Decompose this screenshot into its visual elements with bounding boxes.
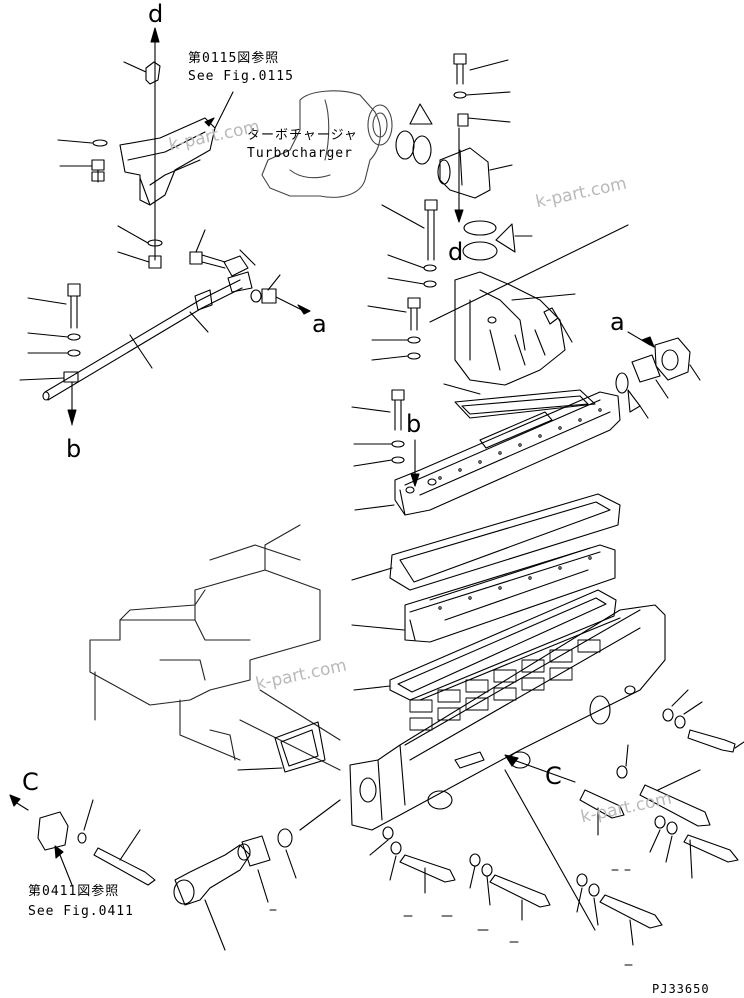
- axis-b-left: [68, 382, 76, 425]
- bolt-axis-d: [118, 252, 161, 268]
- dash-markings: [270, 870, 632, 965]
- bolt-bottom-3: [370, 827, 455, 893]
- small-plug: [544, 308, 572, 342]
- bolt-small-a: [190, 230, 225, 268]
- bolt-right-2: [617, 745, 710, 826]
- bolt-center: [580, 790, 624, 835]
- axis-d-line: [151, 28, 159, 260]
- bolt-elbow-1: [382, 200, 437, 260]
- bolt-right-3: [650, 816, 738, 878]
- tube-clamp: [20, 372, 78, 382]
- reference-bottom-jp: 第0411図参照: [28, 884, 120, 899]
- union-fitting: [224, 250, 255, 276]
- flange-gasket-pair: [242, 829, 296, 902]
- letter-c-left: C: [22, 768, 39, 796]
- elbow-connector: [438, 148, 512, 198]
- turbocharger-body: [262, 91, 392, 197]
- washer-elbow-2: [372, 337, 420, 360]
- bolt-right-1: [663, 690, 744, 752]
- gasket-large-2: [354, 590, 616, 700]
- washer-bottom-left: [78, 800, 93, 843]
- letter-d-mid: d: [448, 238, 464, 266]
- axis-c-mid: [505, 755, 595, 930]
- long-bolt-bottom-left: [94, 830, 155, 885]
- letter-b-left: b: [66, 435, 82, 463]
- gasket-rect-left: [238, 722, 325, 772]
- small-clip-top: [124, 62, 160, 84]
- bolt-top-right: [454, 54, 510, 98]
- bolt-cover-long: [352, 390, 404, 466]
- connector-a: [251, 275, 310, 314]
- reference-top-en: See Fig.0115: [188, 69, 294, 84]
- long-tube: [43, 272, 252, 400]
- figure-code: PJ33650: [652, 982, 710, 996]
- axis-b-mid: [411, 440, 419, 486]
- letter-a-left: a: [312, 310, 327, 338]
- turbocharger-en: Turbocharger: [247, 146, 353, 161]
- engine-block-outline: [90, 525, 340, 770]
- short-elbow-pipe: [174, 844, 250, 950]
- bolt-left-top: [60, 160, 104, 182]
- gasket-right-small: [616, 355, 668, 418]
- intake-manifold-body: [350, 605, 665, 830]
- intake-cover: [355, 392, 620, 515]
- washer-elbow-1: [388, 255, 436, 287]
- gasket-pair-top: [396, 104, 432, 164]
- bolt-bottom-2: [577, 874, 662, 945]
- bolt-tube-small: [458, 114, 510, 126]
- o-ring-pair: [463, 221, 532, 260]
- gasket-thin: [444, 384, 595, 418]
- letter-a-right: a: [610, 308, 625, 336]
- bolt-long-left: [28, 284, 80, 328]
- bolt-bottom-1: [470, 854, 550, 920]
- arrow-to-block: [55, 846, 72, 885]
- small-block: [10, 795, 68, 850]
- axis-d-mid: [455, 128, 463, 222]
- washer-left-top: [58, 140, 107, 146]
- axis-c-left-line: [300, 800, 340, 830]
- heat-shield-bracket: [120, 92, 233, 205]
- intake-elbow: [430, 225, 628, 385]
- gasket-large-1: [352, 494, 620, 590]
- letter-d-top: d: [148, 0, 164, 28]
- bolt-elbow-2: [368, 298, 420, 330]
- washer-left-mid: [28, 333, 80, 356]
- reference-top-jp: 第0115図参照: [188, 51, 280, 66]
- washer-axis-d: [118, 226, 162, 246]
- reference-bottom-en: See Fig.0411: [28, 904, 134, 919]
- connector-plate-right: [628, 332, 700, 380]
- letter-b-mid: b: [406, 410, 422, 438]
- aftercooler-cover: [352, 545, 615, 642]
- turbocharger-jp: ターボチャージャ: [247, 128, 358, 143]
- letter-c-mid: C: [545, 762, 562, 790]
